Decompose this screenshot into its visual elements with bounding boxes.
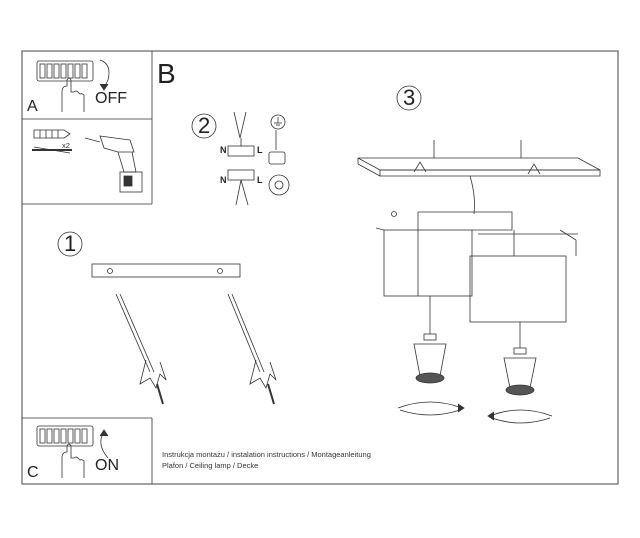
anchor-screw-left: [115, 293, 167, 405]
rotate-arrow-icon: [99, 59, 110, 91]
circuit-breaker-icon: [36, 425, 94, 447]
step-1-number: 1: [64, 231, 77, 256]
mounting-plate: [91, 263, 241, 278]
circuit-breaker-icon: [36, 60, 94, 82]
rotate-arrow-icon: [99, 429, 109, 459]
off-label: OFF: [95, 90, 127, 107]
screw-icon: [32, 146, 72, 154]
panel-a-letter: A: [27, 98, 38, 115]
wire-l-top: L: [257, 145, 263, 155]
step-3-circle: [396, 85, 422, 111]
footer-line-2: Plafon / Ceiling lamp / Decke: [162, 461, 259, 470]
outer-frame: [21, 50, 619, 485]
anchor-count-label: x2: [62, 141, 70, 150]
drill-icon: [84, 135, 143, 193]
on-label: ON: [95, 457, 119, 474]
step-2-circle: [191, 113, 217, 139]
gu10-bulb-icon: [413, 333, 447, 384]
wire-n-bottom: N: [220, 175, 227, 185]
wire-l-bottom: L: [257, 175, 263, 185]
step-3-number: 3: [403, 85, 416, 110]
gu10-bulb-icon: [503, 347, 537, 396]
step-1-circle: [57, 231, 83, 257]
rotate-arrow-icon: [397, 401, 553, 424]
ground-symbol-icon: [268, 114, 290, 196]
section-b-letter: B: [157, 58, 176, 89]
ceiling-lamp-icon: [357, 140, 601, 348]
anchor-screw-right: [227, 293, 277, 405]
wall-anchor-icon: [33, 129, 71, 139]
hand-icon: [61, 443, 85, 478]
step-2-number: 2: [198, 113, 211, 138]
terminal-block-icon: [227, 111, 255, 206]
wire-n-top: N: [220, 145, 227, 155]
footer-line-1: Instrukcja montażu / instalation instruc…: [162, 450, 371, 459]
panel-c-letter: C: [27, 464, 39, 481]
hand-icon: [61, 77, 85, 112]
